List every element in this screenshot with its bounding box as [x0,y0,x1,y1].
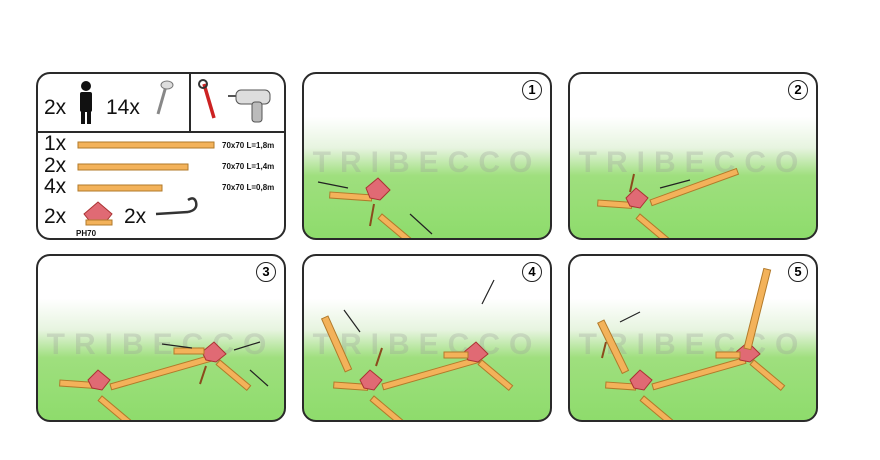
hook-icon [155,197,198,216]
step-2-panel: TRIBECCO 2 [568,72,818,240]
connector-qty: 2x [44,205,67,228]
step-4-graphics [320,279,514,420]
bom-panel: 2x 14x 1x 2x 4x 70x70 L=1,8m 70x70 L=1,4… [36,72,286,240]
beam-1-4m [77,163,189,171]
step-3-panel: TRIBECCO 3 [36,254,286,422]
step-1-graphics [317,177,433,238]
beam-dim-2: 70x70 L=1,4m [222,162,275,171]
screw-qty: 14x [106,96,140,119]
step-number: 2 [788,80,808,100]
hook-qty: 2x [124,205,147,228]
watermark: TRIBECCO [46,328,276,361]
connector-label: PH70 [76,229,97,238]
beam-qty-1: 1x [44,132,67,155]
screw-icon [156,80,174,115]
beam-qty-2: 2x [44,154,67,177]
step-number: 5 [788,262,808,282]
watermark: TRIBECCO [312,328,542,361]
bom-graphics [38,74,284,226]
step-5-panel: TRIBECCO 5 [568,254,818,422]
step-number: 1 [522,80,542,100]
watermark: TRIBECCO [578,146,808,179]
wrench-icon [198,79,216,119]
beam-qty-3: 4x [44,175,67,198]
beam-dim-3: 70x70 L=0,8m [222,183,275,192]
step-3-graphics [59,341,269,420]
connector [365,177,391,201]
step-2-graphics [597,167,740,238]
step-number: 3 [256,262,276,282]
step-1-panel: TRIBECCO 1 [302,72,552,240]
watermark: TRIBECCO [312,146,542,179]
person-qty: 2x [44,96,67,119]
connector-icon [83,201,113,226]
step-number: 4 [522,262,542,282]
person-icon [80,81,92,124]
step-5-graphics [597,267,786,420]
beam-dim-1: 70x70 L=1,8m [222,141,275,150]
arrow [409,213,433,235]
beam-1-8m [77,141,215,149]
beam-0-8m [77,184,163,192]
step-4-panel: TRIBECCO 4 [302,254,552,422]
drill-icon [228,89,271,123]
arrow [317,181,349,189]
